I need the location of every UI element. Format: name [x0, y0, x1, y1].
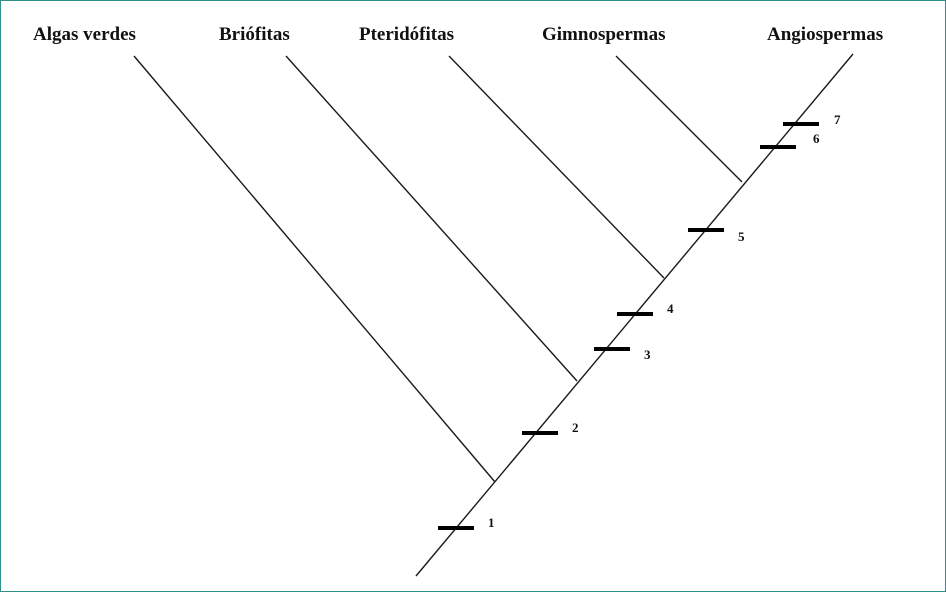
taxon-label-algas-verdes: Algas verdes — [33, 24, 136, 45]
branch-pteridofitas — [448, 55, 665, 279]
branch-gimnospermas — [615, 55, 743, 183]
marker-label-2: 2 — [572, 420, 579, 435]
marker-label-5: 5 — [738, 229, 745, 244]
branch-algas-verdes — [133, 55, 496, 483]
marker-label-4: 4 — [667, 301, 674, 316]
marker-label-3: 3 — [644, 347, 651, 362]
taxon-label-gimnospermas: Gimnospermas — [542, 24, 666, 45]
taxon-label-pteridofitas: Pteridófitas — [359, 24, 454, 45]
marker-label-1: 1 — [488, 515, 495, 530]
marker-label-7: 7 — [834, 112, 841, 127]
taxon-label-briofitas: Briófitas — [219, 24, 290, 45]
taxon-label-angiospermas: Angiospermas — [767, 24, 883, 45]
branch-briofitas — [285, 55, 578, 382]
marker-label-6: 6 — [813, 131, 820, 146]
